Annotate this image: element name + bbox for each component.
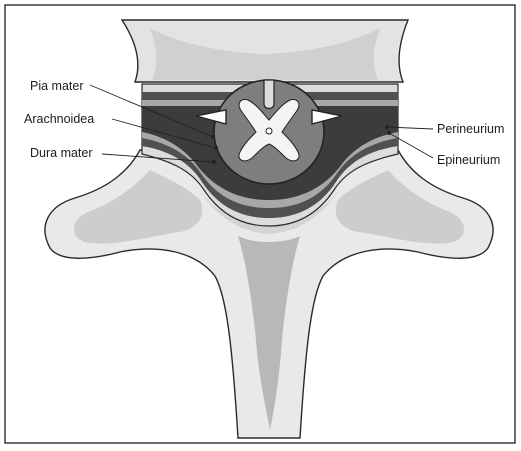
label-arachnoidea: Arachnoidea bbox=[24, 112, 94, 126]
anterior-median-fissure bbox=[264, 80, 274, 109]
pia-mater-leader-dot bbox=[212, 136, 215, 139]
arachnoidea-leader-dot bbox=[215, 147, 218, 150]
label-epineurium: Epineurium bbox=[437, 153, 500, 167]
perineurium-leader-dot bbox=[386, 126, 389, 129]
central-canal bbox=[266, 128, 272, 134]
label-pia-mater: Pia mater bbox=[30, 79, 84, 93]
label-dura-mater: Dura mater bbox=[30, 146, 93, 160]
label-perineurium: Perineurium bbox=[437, 122, 504, 136]
epineurium-leader-dot bbox=[388, 132, 391, 135]
dura-mater-leader-dot bbox=[213, 161, 216, 164]
